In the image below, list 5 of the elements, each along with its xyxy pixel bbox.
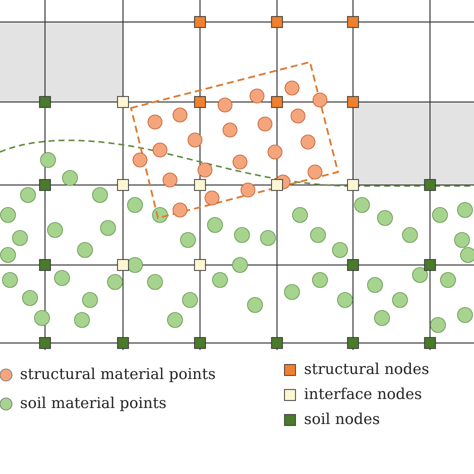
legend-label: soil nodes bbox=[304, 410, 380, 428]
legend-label: soil material points bbox=[20, 394, 166, 412]
legend-label: structural nodes bbox=[304, 360, 430, 378]
legend-label: interface nodes bbox=[304, 385, 422, 403]
legend-label: structural material points bbox=[20, 365, 216, 383]
